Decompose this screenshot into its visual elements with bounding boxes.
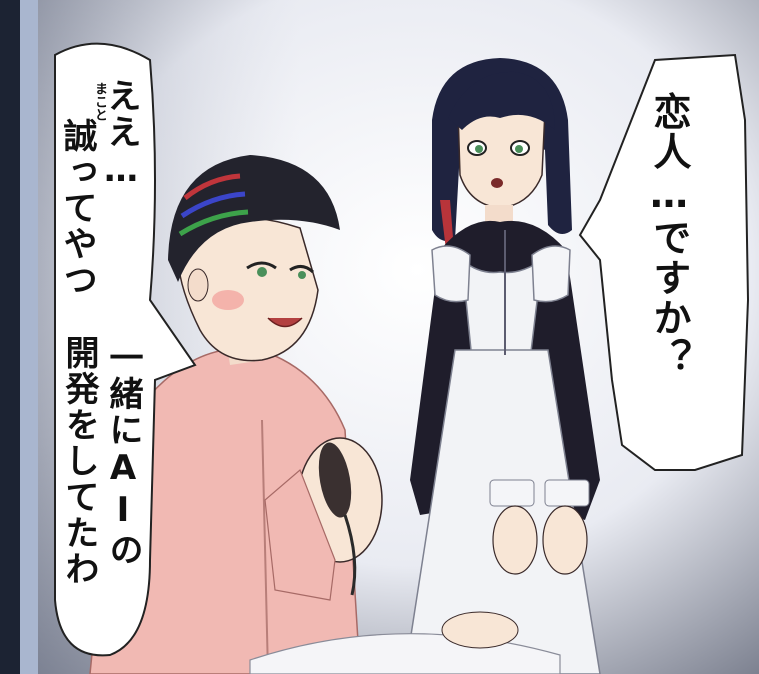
patient-dialogue-line-1: ええ…	[101, 78, 141, 192]
patient-dialogue-line-4: 開発をしてたわ	[59, 335, 99, 587]
patient-figure	[89, 155, 383, 674]
patient-dialogue-line-2: 誠ってやつ	[57, 118, 97, 298]
patient-dialogue-line-3: 一緒にAIの	[103, 340, 143, 568]
panel-border-left	[0, 0, 20, 674]
furigana-makoto: まこと	[92, 82, 107, 121]
maid-speech-balloon	[578, 53, 750, 471]
patient-speech-balloon	[54, 42, 197, 657]
maid-figure	[404, 58, 601, 674]
maid-dialogue: 恋人…ですか？	[647, 92, 691, 378]
